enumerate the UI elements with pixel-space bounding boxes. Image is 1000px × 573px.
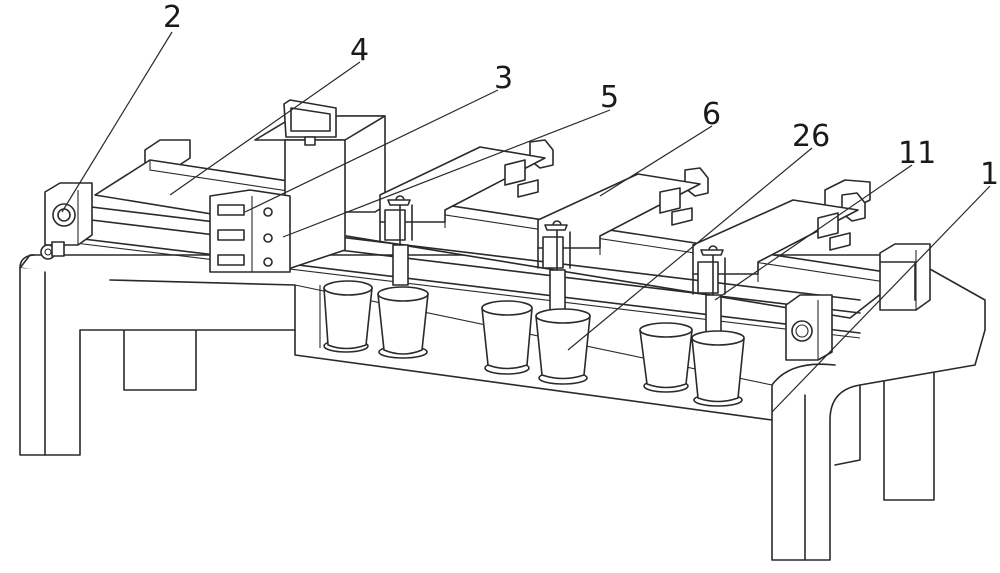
arm-assembly-2 xyxy=(537,167,709,311)
callout-3: 3 xyxy=(494,61,513,96)
cabinet-body xyxy=(284,139,346,271)
arm-assembly-3 xyxy=(692,192,866,336)
button-3 xyxy=(263,257,273,267)
button-2 xyxy=(263,233,273,243)
leader-5 xyxy=(282,109,611,238)
spindle-3 xyxy=(705,294,722,336)
button-1 xyxy=(263,207,273,217)
leader-26 xyxy=(567,147,813,351)
right-bearing-block xyxy=(879,243,931,311)
leader-lines xyxy=(61,31,991,413)
leader-4 xyxy=(169,61,361,196)
callout-26: 26 xyxy=(792,119,830,154)
callout-6: 6 xyxy=(702,97,721,132)
leader-1 xyxy=(771,185,991,413)
callout-labels: 2 4 3 5 6 26 11 1 xyxy=(163,0,999,192)
callout-11: 11 xyxy=(898,136,936,171)
leader-3 xyxy=(244,89,499,213)
callout-1: 1 xyxy=(980,157,999,192)
cup-pair-3 xyxy=(639,322,745,407)
drive-pulley xyxy=(52,203,76,227)
display-slot-2 xyxy=(217,229,245,241)
spindle-1 xyxy=(392,244,409,286)
control-cabinet xyxy=(209,99,386,273)
display-slot-1 xyxy=(217,204,245,216)
left-bearing-block xyxy=(44,182,93,246)
display-slot-3 xyxy=(217,254,245,266)
spindle-2 xyxy=(549,269,566,311)
callout-5: 5 xyxy=(600,80,619,115)
cup-pair-2 xyxy=(481,300,591,385)
leader-6 xyxy=(599,125,713,197)
arm-assembly-1 xyxy=(379,139,554,286)
callout-2: 2 xyxy=(163,0,182,35)
cup-pair-1 xyxy=(323,280,429,359)
leader-2 xyxy=(61,31,173,213)
leader-11 xyxy=(714,164,913,301)
callout-4: 4 xyxy=(350,33,369,68)
cups xyxy=(323,280,745,407)
front-right-block xyxy=(785,294,833,361)
